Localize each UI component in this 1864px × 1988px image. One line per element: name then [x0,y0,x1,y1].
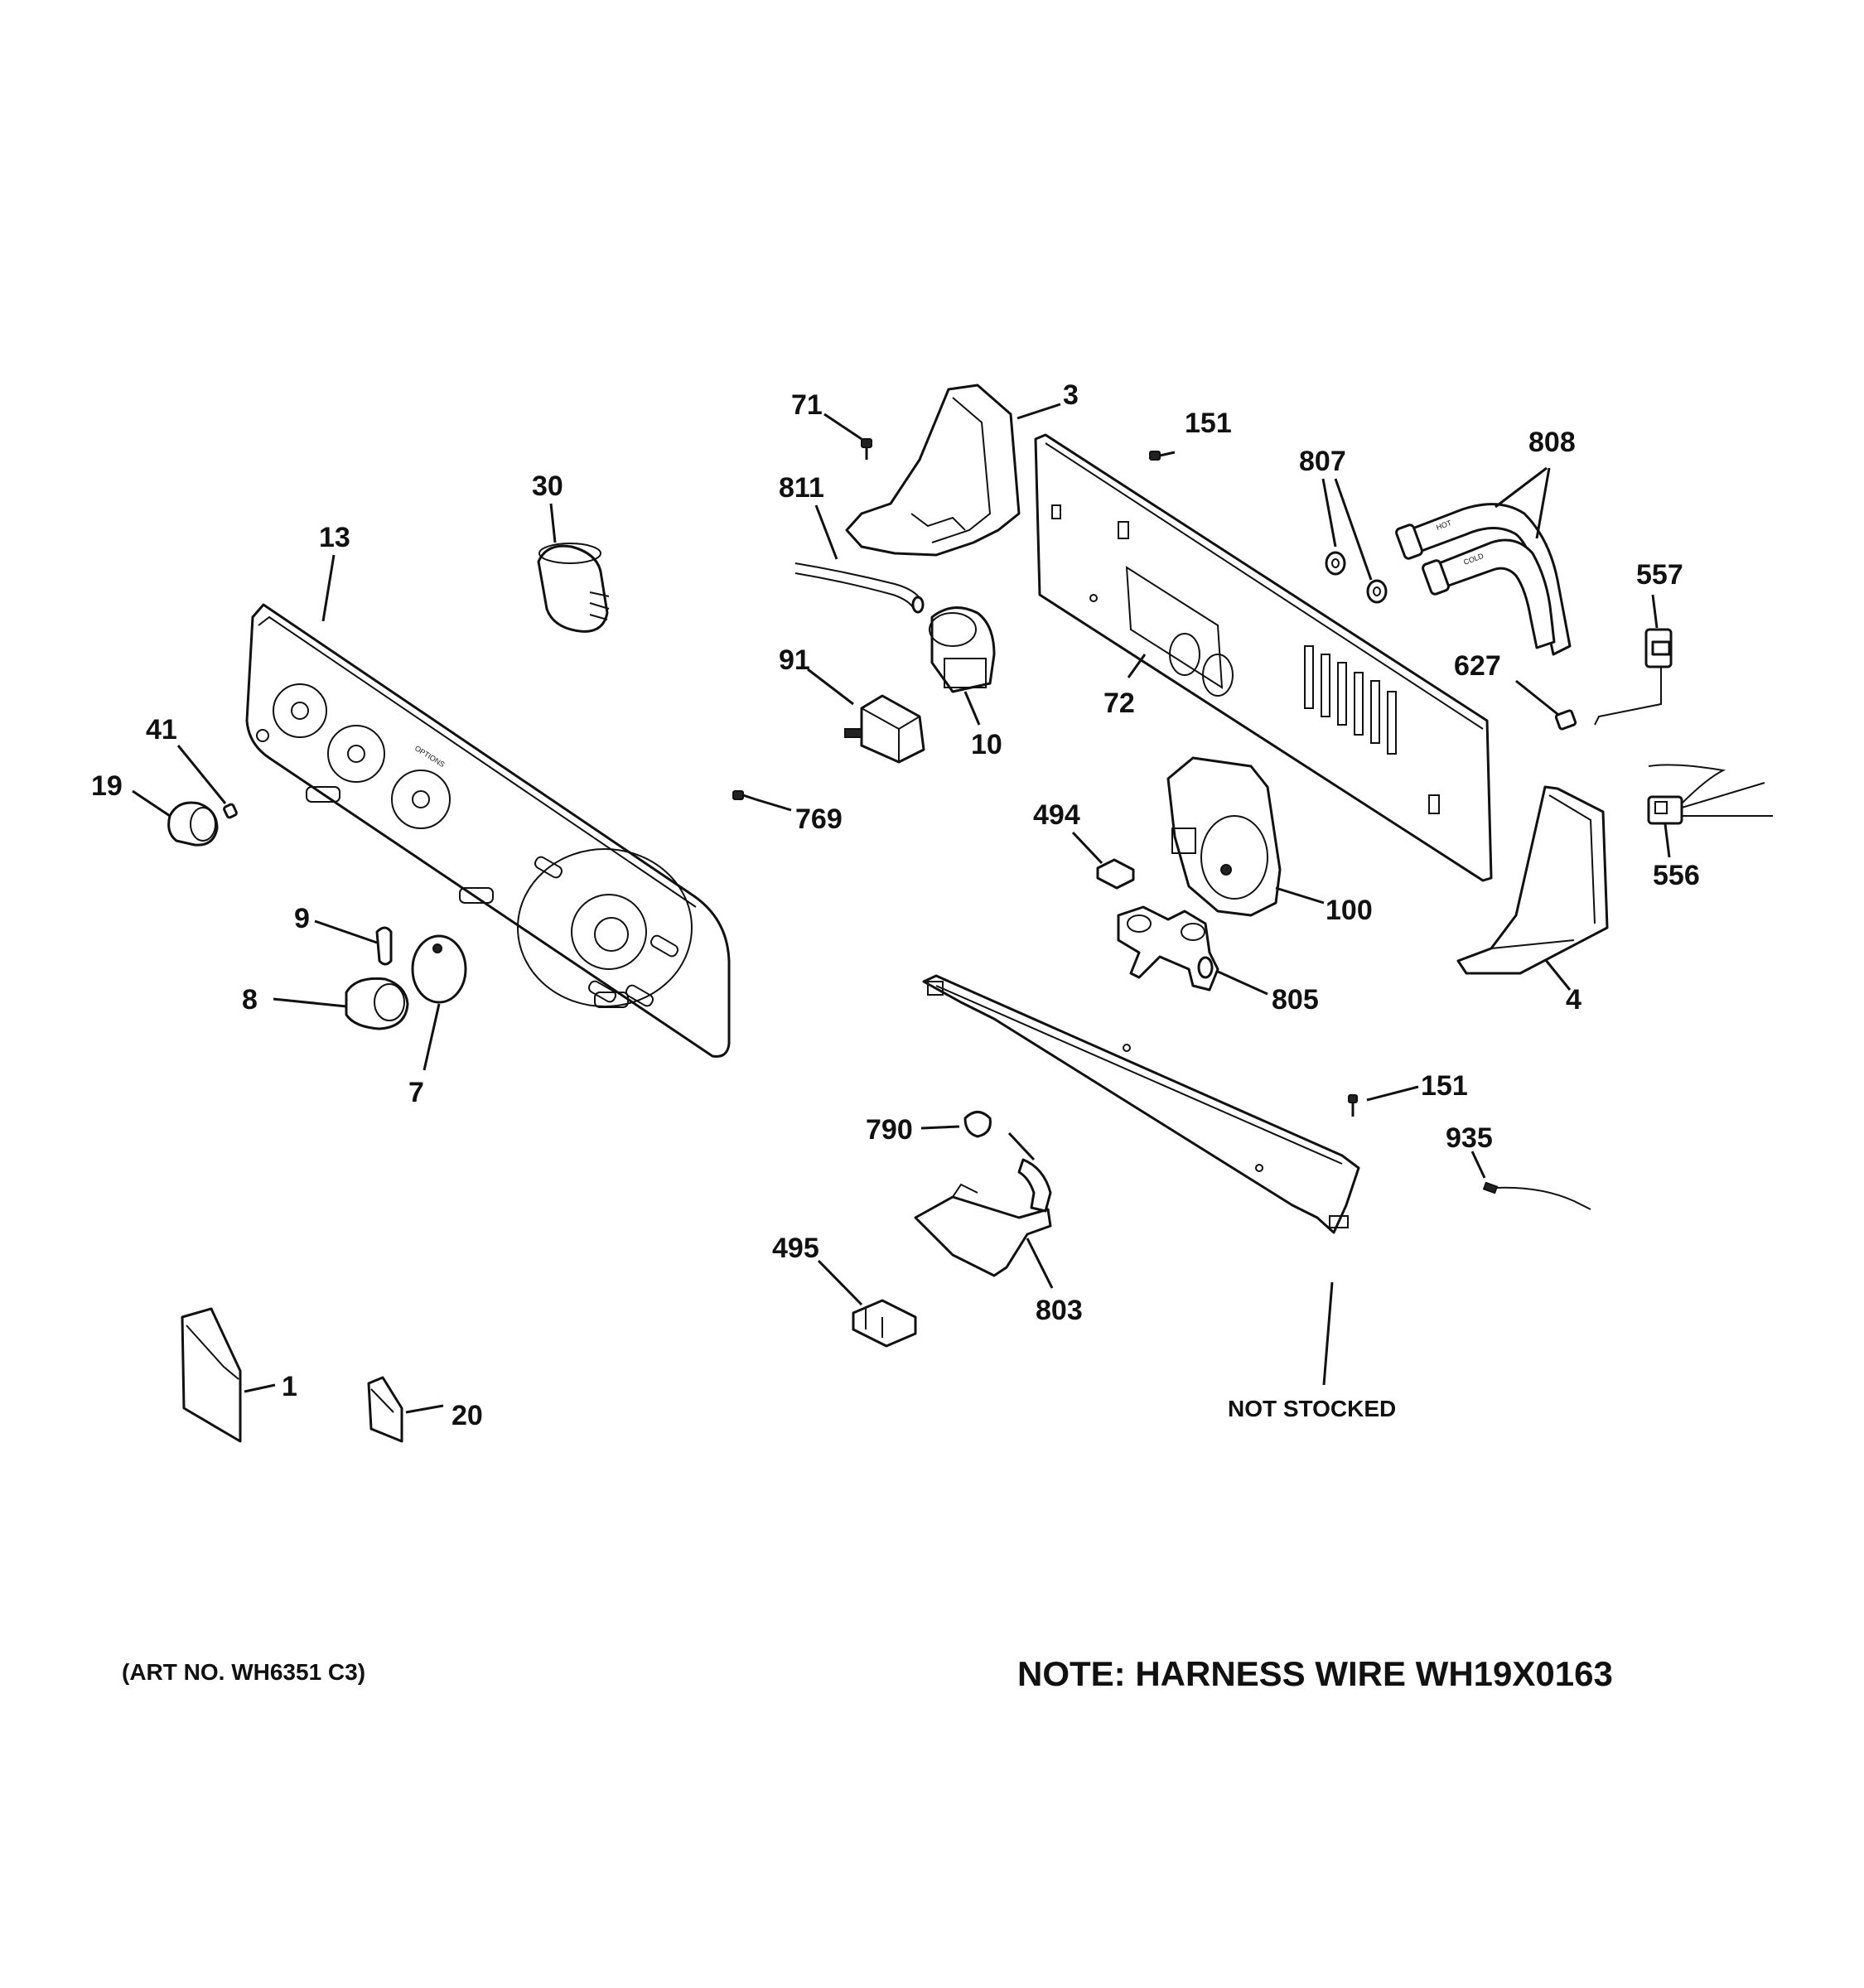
callout-labels: 71 3 151 807 808 30 811 13 557 91 10 72 … [91,379,1700,1431]
knob-part-8 [345,977,409,1030]
callout-7: 7 [408,1077,424,1108]
callout-627: 627 [1454,650,1501,682]
callout-935: 935 [1446,1122,1493,1154]
callout-808: 808 [1528,427,1576,458]
callout-769: 769 [795,803,843,835]
callout-72: 72 [1103,688,1135,719]
callout-71: 71 [791,389,823,421]
callout-13: 13 [319,522,350,553]
clip-part-627 [1554,709,1577,731]
fill-hose-part-808: HOT COLD [1395,503,1572,656]
hose-part-811 [794,562,925,614]
callout-9: 9 [294,903,310,934]
screw-part-151-top [1149,451,1176,461]
callout-30: 30 [532,470,563,502]
connector-part-557 [1594,628,1673,726]
callout-1: 1 [282,1371,297,1402]
callout-19: 19 [91,770,123,802]
dispenser-part-803 [914,1158,1052,1277]
knob-part-19 [167,801,219,847]
callout-8: 8 [242,984,258,1016]
pressure-switch-part-10 [929,606,996,693]
callout-100: 100 [1326,895,1373,926]
callout-790: 790 [866,1114,913,1146]
capacitor-part-30 [537,543,610,633]
end-cap-part-4 [1456,785,1609,975]
connector-part-495 [852,1299,917,1348]
wire-part-935 [1482,1181,1591,1210]
art-number-label: (ART NO. WH6351 C3) [122,1659,365,1685]
callout-20: 20 [452,1400,483,1431]
callout-556: 556 [1653,860,1700,891]
callout-805: 805 [1272,984,1319,1016]
clip-part-9 [375,926,393,966]
end-cap-part-3 [845,384,1021,557]
envelope-part-20 [367,1376,403,1443]
spring-clip-part-41 [223,803,238,819]
callout-10: 10 [971,729,1002,760]
callout-494: 494 [1033,799,1080,831]
not-stocked-label: NOT STOCKED [1228,1396,1396,1421]
switch-part-91 [844,694,925,764]
callout-3: 3 [1063,379,1079,411]
callout-151-top: 151 [1185,408,1232,439]
harness-part-556 [1647,764,1773,825]
bottom-bracket-not-stocked [922,974,1360,1234]
connector-part-494 [1096,858,1135,890]
callout-557: 557 [1636,559,1683,591]
washer-part-807 [1325,551,1388,604]
callout-41: 41 [146,714,177,746]
knob-skirt-part-7 [411,934,467,1004]
screw-part-769 [732,790,756,801]
callout-4: 4 [1566,984,1582,1016]
timer-part-100 [1166,756,1282,917]
callout-151-bottom: 151 [1421,1070,1468,1102]
callout-803: 803 [1036,1295,1083,1326]
screw-part-151-bottom [1348,1094,1358,1117]
manual-part-1 [181,1307,242,1443]
harness-wire-note: NOTE: HARNESS WIRE WH19X0163 [1017,1654,1613,1693]
control-panel-part-13: OPTIONS [245,603,731,1058]
callout-495: 495 [772,1233,819,1264]
callout-807: 807 [1299,446,1346,477]
callout-91: 91 [779,644,810,676]
water-valve-part-805 [1117,905,1219,992]
clamp-part-790 [963,1111,992,1138]
screw-part-71 [861,438,872,460]
leader-lines [132,403,1671,1414]
callout-811: 811 [779,472,824,504]
backsplash-panel-part-72 [1034,433,1493,882]
